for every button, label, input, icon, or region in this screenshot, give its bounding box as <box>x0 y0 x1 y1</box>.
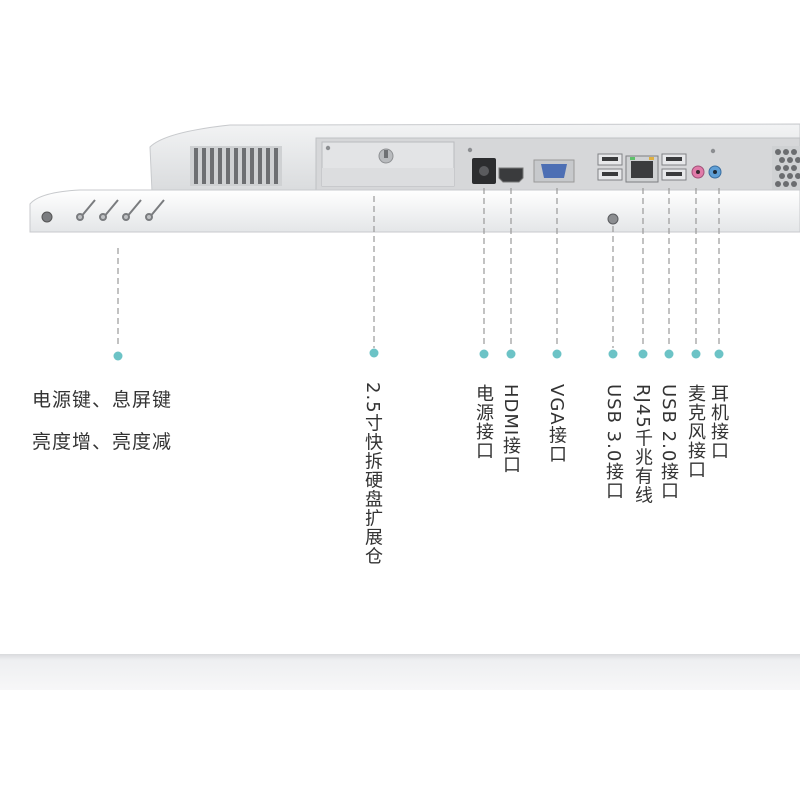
vga-port-label: VGA接口 <box>546 384 567 464</box>
hdd-bay-label: 2.5寸快拆硬盘扩展仓 <box>362 382 383 566</box>
side-button-icon <box>76 199 165 221</box>
callout-dot-usb3 <box>608 349 618 359</box>
callout-dot-rj45 <box>638 349 648 359</box>
lock-slot-icon <box>378 148 394 164</box>
callout-dot-mic <box>691 349 701 359</box>
callout-dot-usb2 <box>664 349 674 359</box>
mic-jack-icon <box>691 165 705 179</box>
callout-dot-buttons <box>113 351 123 361</box>
callout-dot-headphone <box>714 349 724 359</box>
headphone-port-label: 耳机接口 <box>708 384 729 460</box>
power-port-label: 电源接口 <box>473 384 494 460</box>
buttons-label-line2: 亮度增、亮度减 <box>32 431 173 453</box>
usb3-port-icon <box>597 153 623 181</box>
bezel-screw <box>607 213 619 225</box>
floor-area <box>0 690 800 800</box>
right-vent-icon <box>772 146 800 190</box>
floor-shadow <box>0 654 800 690</box>
usb2-port-label: USB 2.0接口 <box>658 384 679 501</box>
rear-housing <box>149 123 800 193</box>
callout-dot-vga <box>552 349 562 359</box>
leader-lines <box>117 188 720 348</box>
headphone-jack-icon <box>708 165 722 179</box>
callout-dot-hdmi <box>506 349 516 359</box>
buttons-label-line1: 电源键、息屏键 <box>32 389 173 411</box>
indicator-light <box>41 211 53 223</box>
callout-dot-hdd-bay <box>369 348 379 358</box>
hdd-bay-door <box>321 141 455 187</box>
dc-power-jack-icon <box>472 158 496 184</box>
callout-dots <box>113 348 724 361</box>
hdmi-port-label: HDMI接口 <box>500 384 521 475</box>
vent-grille-icon <box>190 146 282 186</box>
rj45-port-label: RJ45千兆有线 <box>632 384 653 505</box>
usb3-port-label: USB 3.0接口 <box>603 384 624 501</box>
vga-port-icon <box>533 159 575 183</box>
usb2-port-icon <box>661 153 687 181</box>
callout-dot-power <box>479 349 489 359</box>
rj45-port-icon <box>625 155 659 183</box>
front-bezel <box>29 189 800 233</box>
mic-port-label: 麦克风接口 <box>685 384 706 479</box>
hdmi-port-icon <box>498 167 524 183</box>
